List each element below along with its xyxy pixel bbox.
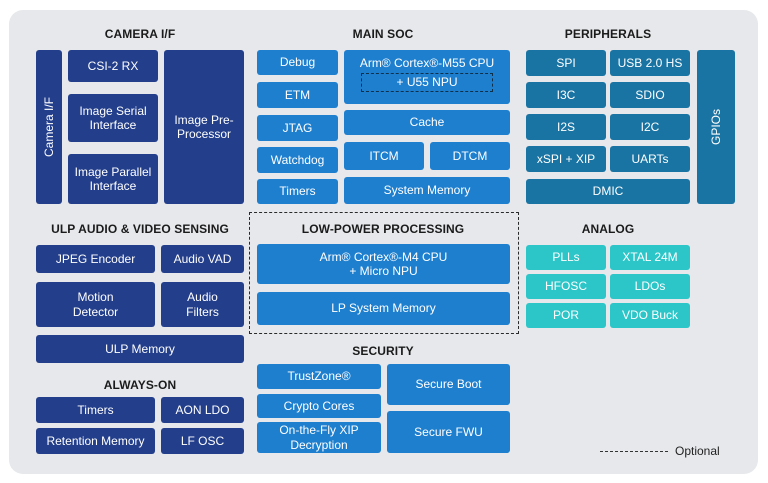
gpios-bar: [697, 50, 735, 204]
aon-timers-block: Timers: [36, 397, 155, 423]
hfosc-block: HFOSC: [526, 274, 606, 299]
camera-if-header: CAMERA I/F: [104, 27, 176, 41]
usb-2-0-hs-block: USB 2.0 HS: [610, 50, 690, 76]
u55-npu-optional-outline: [361, 73, 493, 92]
i2c-block: I2C: [610, 114, 690, 140]
crypto-cores-block: Crypto Cores: [257, 394, 381, 418]
dtcm-block: DTCM: [430, 142, 510, 170]
gpios-label: GPIOs: [709, 108, 723, 146]
i3c-block: I3C: [526, 82, 606, 108]
u55-npu-label: + U55 NPU: [396, 75, 458, 90]
lp-system-memory-block: LP System Memory: [257, 292, 510, 325]
ulp-memory-block: ULP Memory: [36, 335, 244, 363]
vdo-buck-block: VDO Buck: [610, 303, 690, 328]
plls-block: PLLs: [526, 245, 606, 270]
por-block: POR: [526, 303, 606, 328]
ldos-block: LDOs: [610, 274, 690, 299]
retention-memory-block: Retention Memory: [36, 428, 155, 454]
audio-filters-block: Audio Filters: [161, 282, 244, 327]
image-parallel-interface-block: Image Parallel Interface: [68, 154, 158, 204]
timers-block: Timers: [257, 179, 338, 204]
optional-legend-line: [600, 451, 668, 452]
uarts-block: UARTs: [610, 146, 690, 172]
i2s-block: I2S: [526, 114, 606, 140]
cortex-m55-cpu-label: Arm® Cortex®-M55 CPU: [359, 56, 495, 70]
camera-if-side-label: Camera I/F: [42, 96, 56, 158]
jtag-block: JTAG: [257, 115, 338, 141]
image-serial-interface-block: Image Serial Interface: [68, 94, 158, 142]
secure-boot-block: Secure Boot: [387, 364, 510, 405]
motion-detector-block: Motion Detector: [36, 282, 155, 327]
security-header: SECURITY: [352, 344, 414, 358]
audio-vad-block: Audio VAD: [161, 245, 244, 273]
optional-legend-label: Optional: [675, 444, 720, 458]
secure-fwu-block: Secure FWU: [387, 411, 510, 453]
cortex-m4-cpu-block: Arm® Cortex®-M4 CPU + Micro NPU: [257, 244, 510, 284]
csi-2-rx-block: CSI-2 RX: [68, 50, 158, 82]
low-power-optional-outline: [249, 212, 519, 334]
system-memory-block: System Memory: [344, 177, 510, 204]
watchdog-block: Watchdog: [257, 147, 338, 173]
lf-osc-block: LF OSC: [161, 428, 244, 454]
analog-header: ANALOG: [581, 222, 635, 236]
sdio-block: SDIO: [610, 82, 690, 108]
debug-block: Debug: [257, 50, 338, 75]
itcm-block: ITCM: [344, 142, 424, 170]
spi-block: SPI: [526, 50, 606, 76]
peripherals-header: PERIPHERALS: [564, 27, 652, 41]
dmic-block: DMIC: [526, 179, 690, 204]
aon-ldo-block: AON LDO: [161, 397, 244, 423]
camera-if-bar: [36, 50, 62, 204]
cortex-m55-cpu-block: Arm® Cortex®-M55 CPU: [344, 50, 510, 104]
etm-block: ETM: [257, 82, 338, 108]
image-pre-processor-block: Image Pre-Processor: [164, 50, 244, 204]
main-soc-header: MAIN SOC: [352, 27, 414, 41]
xspi-xip-block: xSPI + XIP: [526, 146, 606, 172]
cache-block: Cache: [344, 110, 510, 135]
low-power-header: LOW-POWER PROCESSING: [301, 222, 465, 236]
ulp-sensing-header: ULP AUDIO & VIDEO SENSING: [51, 222, 229, 236]
on-the-fly-xip-decryption-block: On-the-Fly XIP Decryption: [257, 422, 381, 453]
xtal-24m-block: XTAL 24M: [610, 245, 690, 270]
trustzone-block: TrustZone®: [257, 364, 381, 389]
jpeg-encoder-block: JPEG Encoder: [36, 245, 155, 273]
always-on-header: ALWAYS-ON: [103, 378, 177, 392]
